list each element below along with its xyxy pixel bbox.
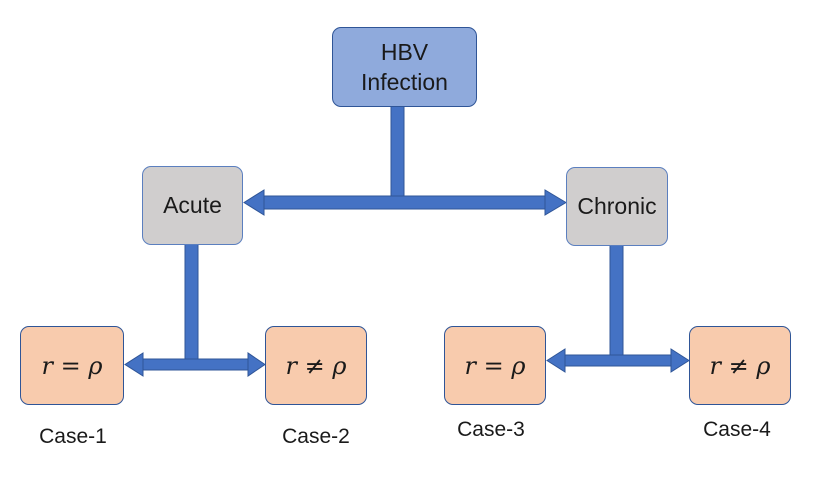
arrow-to-case-3: [546, 348, 566, 373]
case-4-formula: r ≠ ρ: [709, 351, 771, 380]
case-4-node: r ≠ ρ: [689, 326, 791, 405]
case-1-label: Case-1: [39, 425, 107, 448]
chronic-stem-connector: [609, 244, 624, 362]
arrow-to-case-4: [670, 348, 690, 373]
top-horizontal-connector: [261, 195, 548, 210]
root-node-line-1: HBV: [380, 39, 429, 65]
case-1-formula: r = ρ: [41, 351, 103, 380]
acute-node: Acute: [142, 166, 243, 245]
case-2-formula: r ≠ ρ: [285, 351, 347, 380]
acute-node-label: Acute: [163, 192, 222, 218]
hbv-infection-node: HBV Infection: [332, 27, 477, 107]
acute-stem-connector: [184, 243, 199, 366]
root-trunk-connector: [390, 104, 405, 202]
arrow-to-acute: [243, 189, 265, 216]
case-1-node: r = ρ: [20, 326, 124, 405]
case-2-label: Case-2: [282, 425, 350, 448]
root-node-line-2: Infection: [361, 69, 448, 95]
arrow-to-chronic: [544, 189, 567, 216]
chronic-node-label: Chronic: [577, 193, 657, 219]
case-3-label: Case-3: [457, 418, 525, 441]
case-4-label: Case-4: [703, 418, 771, 441]
arrow-to-case-2: [247, 352, 266, 377]
acute-horizontal-connector: [140, 358, 252, 371]
chronic-node: Chronic: [566, 167, 668, 246]
case-3-node: r = ρ: [444, 326, 546, 405]
case-2-node: r ≠ ρ: [265, 326, 367, 405]
case-3-formula: r = ρ: [464, 351, 526, 380]
arrow-to-case-1: [124, 352, 144, 377]
chronic-horizontal-connector: [562, 354, 674, 367]
